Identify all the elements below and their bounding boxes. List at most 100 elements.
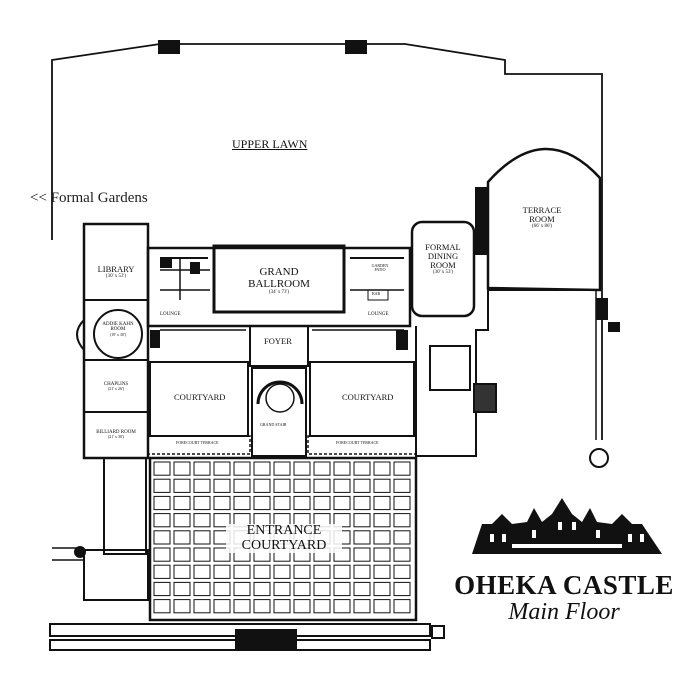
paving-tile — [293, 495, 311, 511]
paving-tile — [253, 478, 271, 493]
paving-tile — [173, 530, 191, 545]
paving-tile — [193, 599, 211, 614]
paving-tile — [373, 599, 391, 614]
paving-tile — [333, 461, 351, 476]
foyer-outline — [249, 325, 309, 367]
castle-logo-icon — [472, 498, 662, 554]
paving-tile — [373, 547, 391, 562]
paving-tile — [313, 478, 331, 493]
turnaround-circle — [589, 448, 609, 468]
courtyard-paving-grid — [153, 461, 411, 614]
paving-tile — [153, 478, 171, 493]
paving-tile — [153, 564, 171, 579]
grand-ballroom-outline — [212, 244, 346, 314]
paving-tile — [293, 478, 311, 493]
paving-tile — [153, 581, 171, 597]
forecourt-left-label: FORECOURT TERRACE — [176, 440, 219, 445]
paving-tile — [353, 495, 371, 511]
paving-tile — [173, 581, 191, 597]
paving-tile — [373, 478, 391, 493]
entrance-courtyard-outline — [148, 456, 418, 622]
billiard-room-label: BILLIARD ROOM (21' x 30') — [96, 430, 136, 440]
paving-tile — [333, 513, 351, 528]
paving-tile — [153, 461, 171, 476]
paving-tile — [173, 564, 191, 579]
forecourt-left-outline — [147, 435, 251, 455]
addie-kahn-label: ADDIE KAHN ROOM (19' x 30') — [102, 322, 134, 337]
paving-tile — [173, 478, 191, 493]
paving-tile — [293, 599, 311, 614]
paving-tile — [373, 530, 391, 545]
paving-tile — [153, 513, 171, 528]
paving-tile — [253, 461, 271, 476]
paving-tile — [193, 564, 211, 579]
paving-tile — [173, 495, 191, 511]
foyer-label: FOYER — [264, 336, 292, 346]
paving-tile — [313, 581, 331, 597]
paving-tile — [313, 495, 331, 511]
paving-tile — [153, 547, 171, 562]
paving-tile — [373, 513, 391, 528]
formal-dining-outline — [410, 220, 476, 318]
paving-tile — [193, 495, 211, 511]
paving-tile — [353, 478, 371, 493]
paving-tile — [353, 547, 371, 562]
paving-tile — [213, 461, 231, 476]
paving-tile — [233, 599, 251, 614]
paving-tile — [373, 564, 391, 579]
paving-tile — [333, 478, 351, 493]
paving-tile — [393, 461, 411, 476]
paving-tile — [373, 461, 391, 476]
paving-tile — [233, 564, 251, 579]
paving-tile — [373, 495, 391, 511]
paving-tile — [233, 495, 251, 511]
paving-tile — [213, 547, 231, 562]
castle-title: OHEKA CASTLE — [454, 570, 674, 600]
paving-tile — [173, 513, 191, 528]
addie-kahn-bay — [93, 309, 143, 359]
north-bastion-left — [158, 40, 180, 54]
grand-ballroom-label: GRAND BALLROOM (34' x 73') — [248, 266, 310, 296]
grand-stair-label: GRAND STAIR — [260, 422, 287, 427]
bar-label: BAR — [372, 291, 381, 296]
paving-tile — [393, 581, 411, 597]
paving-tile — [233, 478, 251, 493]
courtyard-right-label: COURTYARD — [342, 392, 394, 402]
paving-tile — [353, 564, 371, 579]
paving-tile — [273, 478, 291, 493]
terrace-room-outline — [486, 147, 602, 292]
paving-tile — [393, 478, 411, 493]
formal-dining-label: FORMAL DINING ROOM (30' x 53') — [425, 242, 461, 275]
paving-tile — [313, 564, 331, 579]
terrace-room-label: TERRACE ROOM (66' x 86') — [522, 205, 562, 229]
paving-tile — [373, 581, 391, 597]
paving-tile — [213, 581, 231, 597]
paving-tile — [393, 513, 411, 528]
paving-tile — [353, 599, 371, 614]
paving-tile — [193, 530, 211, 545]
paving-tile — [333, 581, 351, 597]
lounge-right-label: LOUNGE — [368, 312, 389, 317]
forecourt-right-label: FORECOURT TERRACE — [336, 440, 379, 445]
paving-tile — [393, 564, 411, 579]
floor-subtitle: Main Floor — [508, 599, 620, 625]
formal-gardens-link[interactable]: << Formal Gardens — [30, 190, 148, 206]
terrace-colonnade — [475, 187, 487, 255]
paving-tile — [333, 564, 351, 579]
paving-tile — [393, 495, 411, 511]
paving-tile — [193, 478, 211, 493]
paving-tile — [333, 599, 351, 614]
paving-tile — [353, 461, 371, 476]
paving-tile — [213, 513, 231, 528]
entrance-courtyard-label: ENTRANCE COURTYARD — [226, 523, 342, 554]
paving-tile — [313, 599, 331, 614]
paving-tile — [153, 599, 171, 614]
paving-tile — [313, 461, 331, 476]
paving-tile — [253, 495, 271, 511]
upper-lawn-boundary — [51, 43, 603, 440]
paving-tile — [293, 564, 311, 579]
paving-tile — [193, 461, 211, 476]
paving-tile — [273, 564, 291, 579]
